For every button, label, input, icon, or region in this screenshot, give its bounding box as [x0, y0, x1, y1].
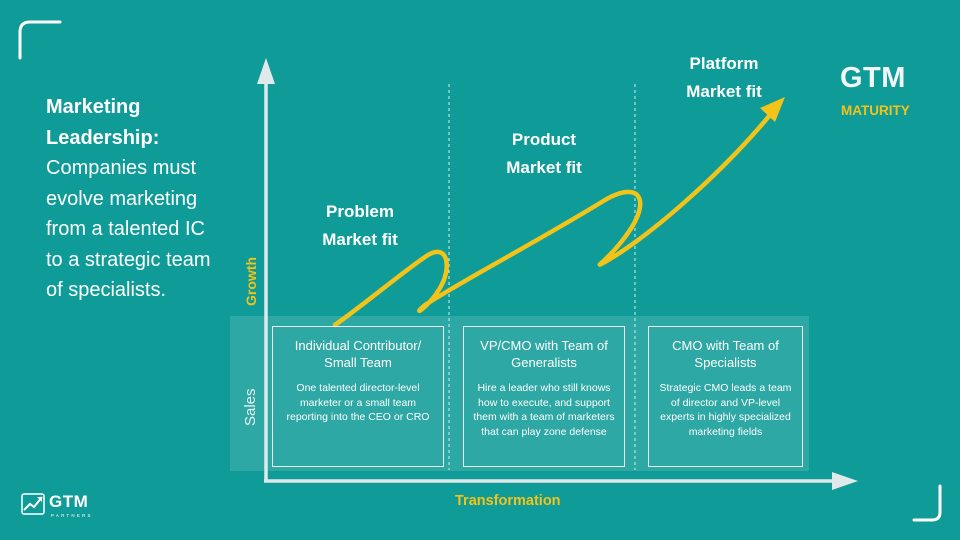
growth-curve	[332, 112, 773, 328]
intro-body: Companies must evolve marketing from a t…	[46, 157, 211, 301]
stage-label-product: Product Market fit	[484, 126, 604, 182]
y-axis-label: Growth	[243, 257, 259, 306]
intro-heading-line1: Marketing	[46, 96, 141, 118]
stage-label-problem-line2: Market fit	[322, 230, 398, 249]
stage-box-vp-title: VP/CMO with Team of Generalists	[480, 338, 608, 370]
intro-text: Marketing Leadership: Companies must evo…	[46, 92, 226, 306]
logo-name: GTM	[49, 492, 89, 511]
stage-label-product-line1: Product	[511, 130, 577, 149]
intro-heading-line2: Leadership:	[46, 126, 160, 149]
gtm-maturity-subtitle: MATURITY	[841, 103, 910, 118]
gtm-partners-logo: GTM PARTNERS	[20, 490, 120, 522]
stage-box-vp-desc: Hire a leader who still knows how to exe…	[473, 382, 615, 438]
stage-box-ic: Individual Contributor/ Small Team One t…	[272, 326, 444, 467]
y-axis-arrowhead	[257, 58, 275, 84]
stage-label-problem: Problem Market fit	[300, 198, 420, 254]
gtm-maturity-title: GTM	[840, 62, 906, 94]
x-axis-label: Transformation	[455, 493, 561, 509]
stage-label-problem-line1: Problem	[325, 202, 395, 221]
sales-band	[230, 316, 809, 471]
stage-label-platform-line1: Platform	[689, 54, 759, 73]
stage-label-product-line2: Market fit	[506, 158, 582, 177]
y-band-label: Sales	[242, 388, 259, 426]
stage-box-ic-title: Individual Contributor/ Small Team	[294, 338, 422, 370]
corner-bracket-top-left	[18, 20, 62, 60]
stage-box-cmo-desc: Strategic CMO leads a team of director a…	[659, 382, 792, 438]
stage-box-cmo-title: CMO with Team of Specialists	[672, 338, 779, 370]
corner-bracket-bottom-right	[912, 484, 942, 522]
stage-box-cmo: CMO with Team of Specialists Strategic C…	[648, 326, 803, 467]
logo-chart-icon	[21, 493, 45, 515]
stage-label-platform-line2: Market fit	[686, 82, 762, 101]
logo-sub: PARTNERS	[51, 513, 93, 518]
stage-label-platform: Platform Market fit	[664, 50, 784, 106]
stage-box-ic-desc: One talented director-level marketer or …	[286, 382, 430, 423]
x-axis-arrowhead	[832, 472, 858, 490]
growth-curve-arrowhead	[760, 97, 785, 122]
stage-box-vp: VP/CMO with Team of Generalists Hire a l…	[463, 326, 625, 467]
